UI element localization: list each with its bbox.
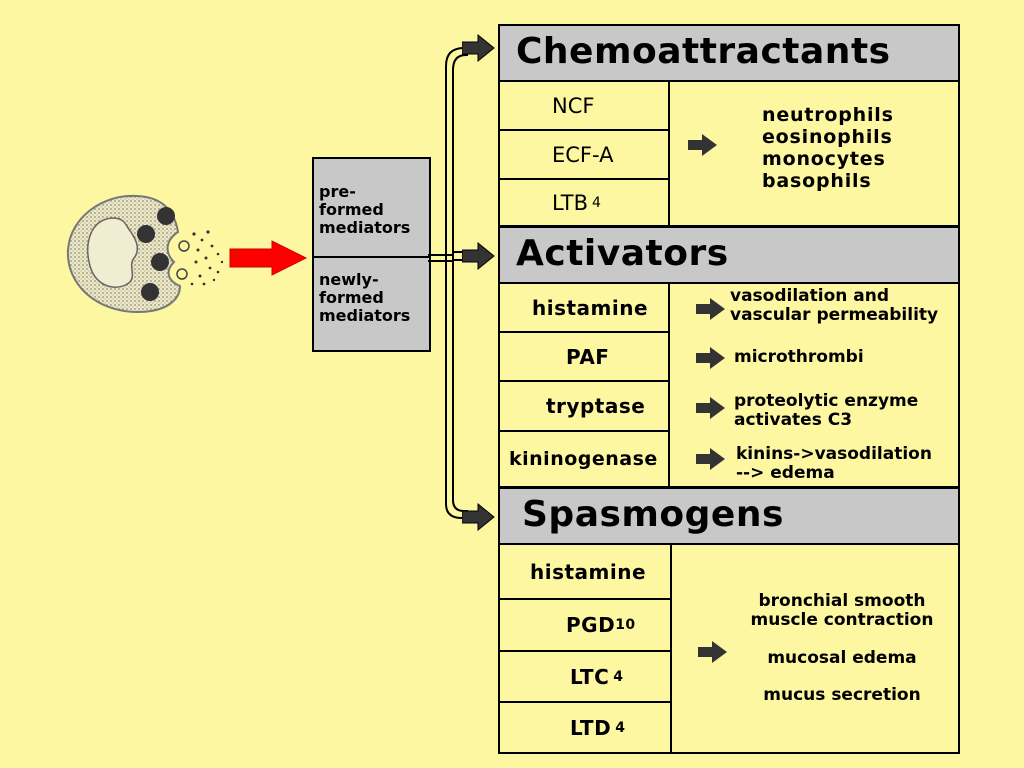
activators-item-paf: PAF (498, 331, 670, 382)
chemo-item-ncf: NCF (498, 80, 670, 131)
activators-header: Activators (498, 226, 960, 284)
branch-arrow-icon (462, 34, 495, 62)
activators-effect-microthrombi: microthrombi (734, 347, 864, 367)
spasmogens-item-histamine: histamine (498, 543, 672, 600)
chemoattractants-title: Chemoattractants (516, 31, 891, 72)
chemo-item-ecfa: ECF-A (498, 129, 670, 180)
activators-effect-proteolytic: proteolytic enzyme activates C3 (734, 391, 919, 430)
mediators-divider (314, 256, 429, 258)
activators-title: Activators (516, 233, 729, 274)
preformed-label: pre- formed mediators (319, 182, 411, 237)
mediators-box: pre- formed mediators newly- formed medi… (312, 157, 431, 352)
activators-item-kininogenase: kininogenase (498, 430, 670, 488)
chemo-effects-box: neutrophils eosinophils monocytes basoph… (668, 80, 960, 227)
activators-effect-vasodilation: vasodilation and vascular permeability (730, 286, 939, 325)
spasmogens-effect-mucosal-edema: mucosal edema (767, 648, 917, 668)
small-arrow-icon (688, 134, 717, 156)
spasmogens-effect-bronchial: bronchial smooth muscle contraction (750, 591, 934, 630)
spasmogens-effects-box: bronchial smooth muscle contraction muco… (670, 543, 960, 754)
activators-item-histamine: histamine (498, 282, 670, 333)
mast-cell-icon (66, 194, 224, 314)
spasmogens-header: Spasmogens (498, 487, 960, 545)
branch-arrow-icon (462, 503, 495, 531)
red-arrow-icon (229, 240, 308, 276)
small-arrow-icon (698, 641, 727, 663)
activators-effects-box: vasodilation and vascular permeability m… (668, 282, 960, 488)
small-arrow-icon (696, 448, 725, 470)
spasmogens-title: Spasmogens (522, 494, 784, 535)
branch-arrow-icon (462, 242, 495, 270)
small-arrow-icon (696, 347, 725, 369)
newlyformed-label: newly- formed mediators (319, 270, 411, 325)
branch-connector (428, 47, 468, 519)
chemo-effects-list: neutrophils eosinophils monocytes basoph… (762, 104, 894, 192)
activators-effect-kinins: kinins->vasodilation --> edema (736, 444, 932, 483)
small-arrow-icon (696, 298, 725, 320)
spasmogens-effect-mucus-secretion: mucus secretion (763, 685, 921, 705)
chemoattractants-header: Chemoattractants (498, 24, 960, 82)
activators-item-tryptase: tryptase (498, 380, 670, 432)
small-arrow-icon (696, 397, 725, 419)
